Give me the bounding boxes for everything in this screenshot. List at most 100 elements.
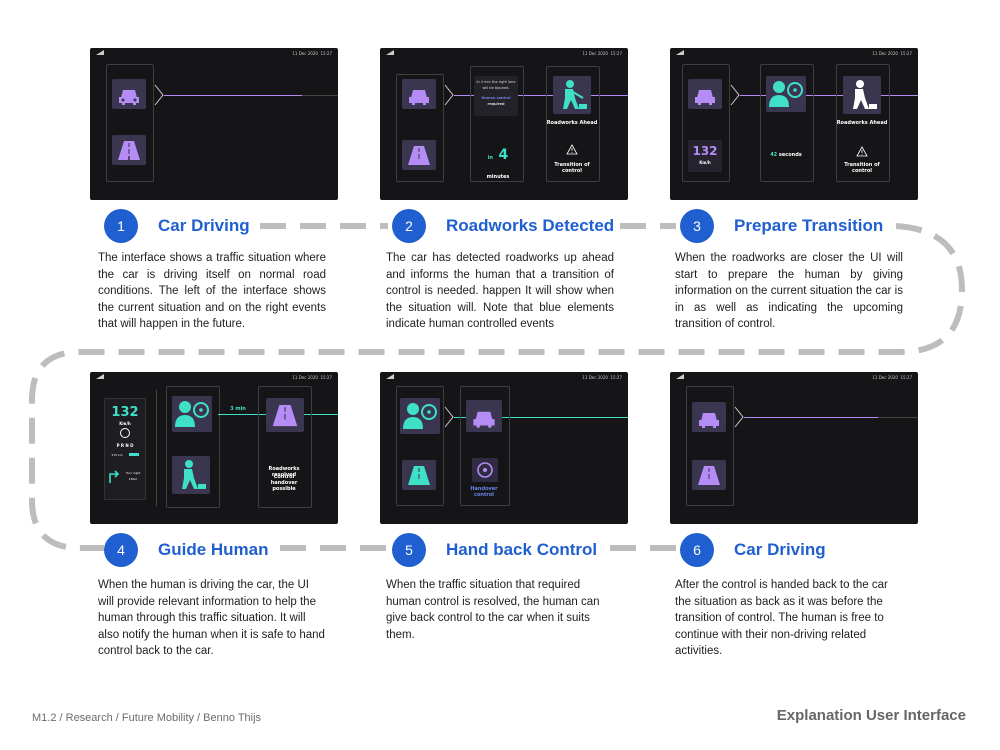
human-column xyxy=(760,64,814,182)
screen-prepare-transition: 11 Dec 2020 15:27 132 Km/h 42 seconds Ro… xyxy=(670,48,918,200)
step-number-2: 2 xyxy=(392,209,426,243)
transition-label: Transition of control xyxy=(554,162,590,174)
status-bar: 11 Dec 2020 15:27 xyxy=(872,375,912,380)
status-bar: 11 Dec 2020 15:27 xyxy=(872,51,912,56)
roadworks-icon xyxy=(553,76,591,114)
status-bar: 11 Dec 2020 15:27 xyxy=(292,375,332,380)
step-title-3: Prepare Transition xyxy=(734,216,884,235)
footer-breadcrumb: M1.2 / Research / Future Mobility / Benn… xyxy=(32,712,262,724)
road-icon xyxy=(692,460,726,490)
signal-icon xyxy=(676,50,684,55)
message-line: will be blocked. xyxy=(482,86,510,90)
event-column xyxy=(546,66,600,182)
signal-icon xyxy=(386,374,394,379)
timeline-grey xyxy=(878,417,918,418)
turn-right-icon xyxy=(109,470,120,483)
event-column xyxy=(836,64,890,182)
car-icon xyxy=(688,79,722,109)
status-bar: 11 Dec 2020 15:27 xyxy=(582,51,622,56)
car-icon xyxy=(692,402,726,432)
divider xyxy=(156,390,157,506)
step-description-1: The interface shows a traffic situation … xyxy=(98,252,326,330)
signal-icon xyxy=(96,50,104,55)
battery-icon xyxy=(129,453,139,456)
timeline-grey xyxy=(302,95,338,96)
screen-car-driving-2: 11 Dec 2020 15:27 xyxy=(670,372,918,524)
roadworks-icon xyxy=(172,456,210,494)
countdown: in 4 minutes xyxy=(486,147,510,180)
screen-car-driving-1: 11 Dec 2020 15:27 xyxy=(90,48,338,200)
roadworks-label: Roadworks Ahead xyxy=(546,120,598,126)
step-number-3: 3 xyxy=(680,209,714,243)
human-driver-icon xyxy=(766,76,806,112)
timeline xyxy=(454,417,628,418)
road-icon xyxy=(112,135,146,165)
step-description-6: After the control is handed back to the … xyxy=(675,579,888,657)
step-number-4: 4 xyxy=(104,533,138,567)
human-driver-icon xyxy=(172,396,212,432)
step-title-2: Roadworks Detected xyxy=(446,216,615,235)
warning-icon xyxy=(856,146,868,157)
car-icon xyxy=(466,400,502,432)
status-bar: 11 Dec 2020 15:27 xyxy=(292,51,332,56)
step-title-5: Hand back Control xyxy=(446,540,598,559)
resolved-label: Roadworks resolved xyxy=(268,466,300,478)
message-column xyxy=(470,66,524,182)
step-number-1: 1 xyxy=(104,209,138,243)
signal-icon xyxy=(96,374,104,379)
current-situation-column xyxy=(396,74,444,182)
current-situation-column xyxy=(396,386,444,506)
chevron-right-icon xyxy=(154,84,164,106)
step-description-3: When the roadworks are closer the UI wil… xyxy=(675,252,903,330)
message-box: In 4 min the right lane will be blocked.… xyxy=(474,76,518,116)
chevron-right-icon xyxy=(730,84,740,106)
screen-hand-back-control: 11 Dec 2020 15:27 Handover control xyxy=(380,372,628,524)
chevron-right-icon xyxy=(444,406,454,428)
step-number-5: 5 xyxy=(392,533,426,567)
speed-limit-icon xyxy=(120,428,130,438)
current-situation-column xyxy=(106,64,154,182)
steering-wheel-icon[interactable] xyxy=(472,458,498,482)
distance-label: 3 min xyxy=(230,406,246,412)
screen-guide-human: 11 Dec 2020 15:27 132 Km/h P R N D 175 k… xyxy=(90,372,338,524)
seconds-countdown: 42 seconds xyxy=(770,152,802,158)
step-title-4: Guide Human xyxy=(158,540,269,559)
status-bar: 11 Dec 2020 15:27 xyxy=(582,375,622,380)
car-icon xyxy=(402,79,436,109)
step-title-1: Car Driving xyxy=(158,216,250,235)
car-icon xyxy=(112,79,146,109)
road-icon xyxy=(266,398,304,432)
message-line: In 4 min the right lane xyxy=(476,80,516,84)
timeline xyxy=(740,95,918,96)
handover-possible-label: Control handover possible xyxy=(270,474,298,492)
step-title-6: Car Driving xyxy=(734,540,826,559)
warning-icon xyxy=(566,144,578,155)
human-driver-icon xyxy=(400,398,440,434)
step-description-2: The car has detected roadworks up ahead … xyxy=(386,252,614,330)
signal-icon xyxy=(676,374,684,379)
signal-icon xyxy=(386,50,394,55)
message-line: required xyxy=(487,102,505,106)
roadworks-icon xyxy=(843,76,881,114)
current-situation-column xyxy=(686,386,734,506)
step-description-5: When the traffic situation that required… xyxy=(386,579,600,641)
handover-column[interactable] xyxy=(460,386,510,506)
timeline xyxy=(164,95,302,96)
handover-label[interactable]: Handover control xyxy=(470,486,498,498)
timeline xyxy=(744,417,878,418)
road-icon xyxy=(402,140,436,170)
speed-readout: 132 Km/h xyxy=(688,140,722,172)
screen-roadworks-detected: 11 Dec 2020 15:27 In 4 min the right lan… xyxy=(380,48,628,200)
current-situation-column xyxy=(682,64,730,182)
step-description-4: When the human is driving the car, the U… xyxy=(98,579,325,657)
human-column xyxy=(166,386,220,508)
step-number-6: 6 xyxy=(680,533,714,567)
transition-label: Transition of control xyxy=(844,162,880,174)
message-line-human: Human control xyxy=(481,96,511,100)
footer-title: Explanation User Interface xyxy=(776,707,966,724)
road-icon xyxy=(402,460,436,490)
event-column xyxy=(258,386,312,508)
dashboard-panel: 132 Km/h P R N D 175 km Turn right 150m xyxy=(104,398,146,500)
chevron-right-icon xyxy=(734,406,744,428)
